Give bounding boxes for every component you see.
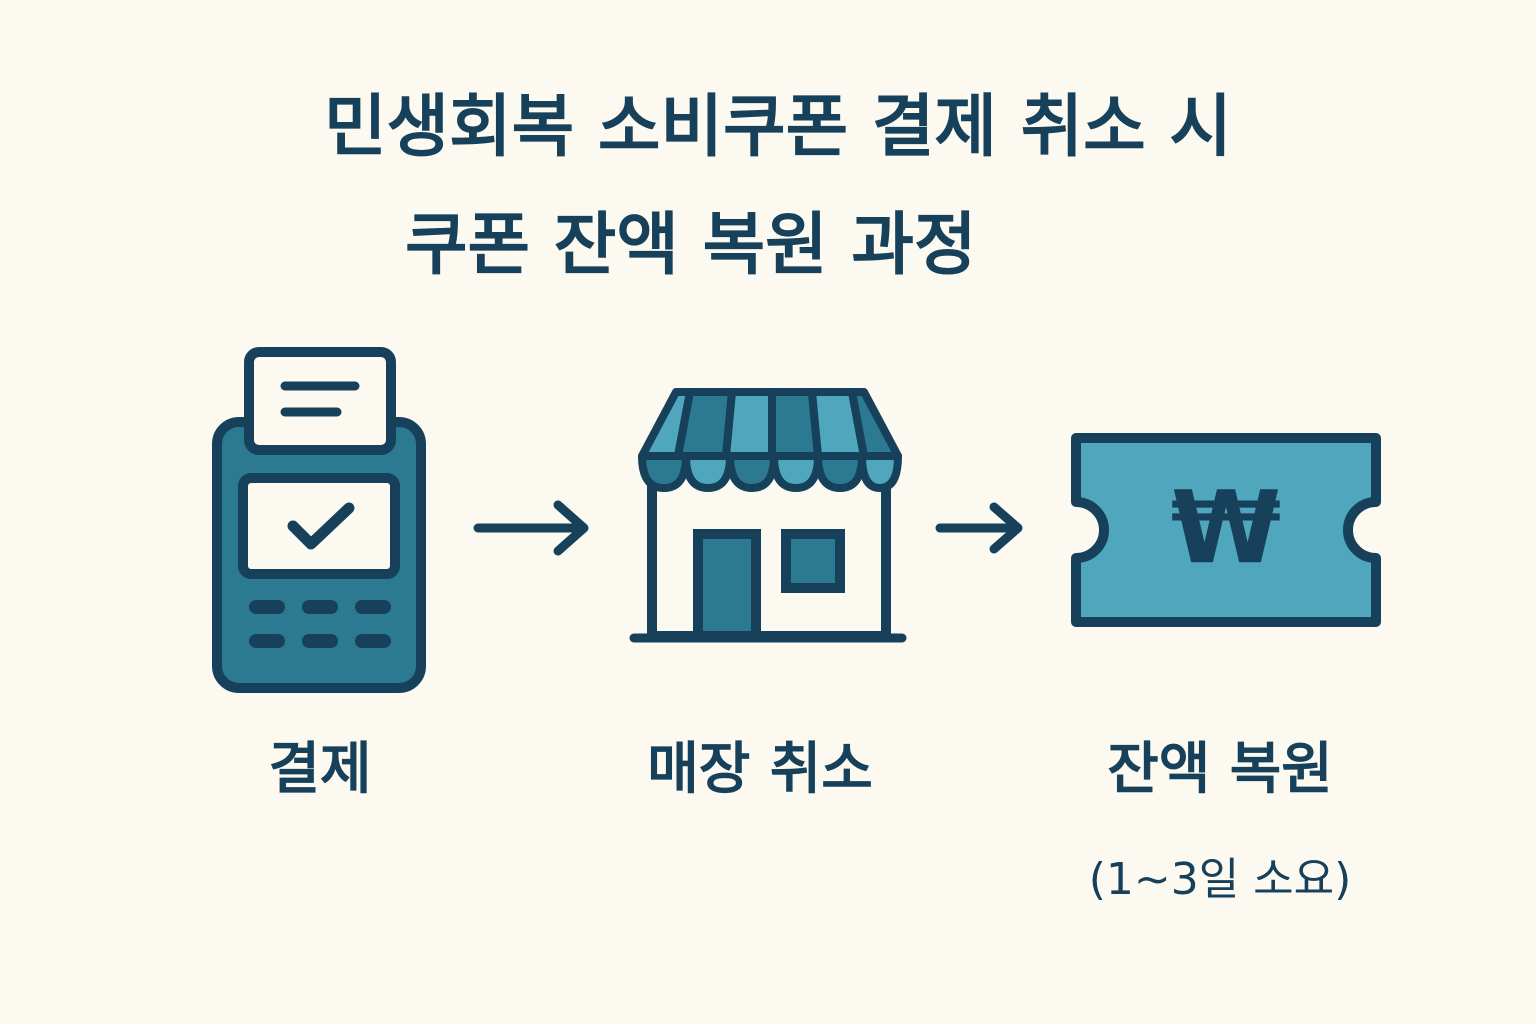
title-line-1: 민생회복 소비쿠폰 결제 취소 시 [324,88,1232,167]
arrow-right-icon [473,500,589,556]
step-label-payment: 결제 [268,737,372,802]
storefront-icon [629,388,907,643]
won-coupon-icon: ₩ [1066,430,1386,630]
card-terminal-icon [212,347,426,693]
title-line-2: 쿠폰 잔액 복원 과정 [405,206,977,285]
won-symbol: ₩ [1170,469,1282,586]
arrow-right-icon [935,502,1023,554]
step-label-balance-restore: 잔액 복원 [1107,737,1333,802]
step-label-store-cancel: 매장 취소 [647,737,873,802]
duration-note: (1~3일 소요) [1088,854,1352,905]
